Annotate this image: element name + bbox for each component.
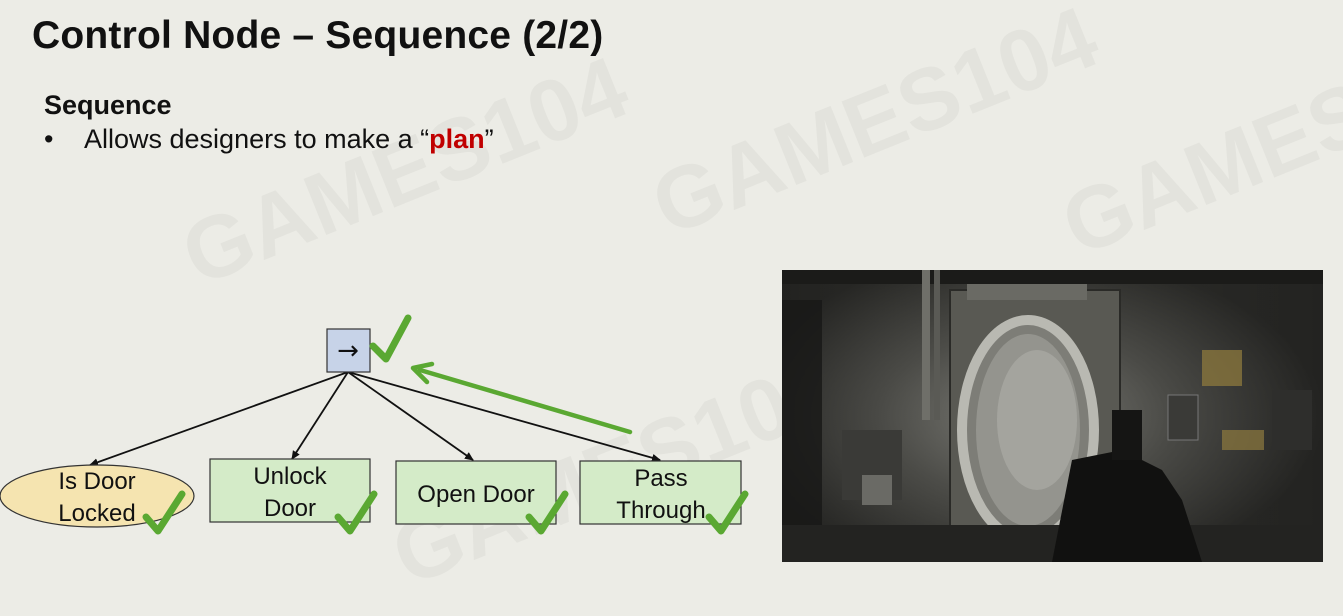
edge-root-to-unlock-door bbox=[291, 371, 349, 460]
node-label: Unlock bbox=[253, 463, 327, 490]
node-label: Pass bbox=[634, 465, 687, 492]
check-icon bbox=[334, 490, 378, 535]
node-label: Is Door bbox=[58, 468, 135, 495]
action-node-unlock-door: Unlock Door bbox=[209, 458, 371, 523]
sequence-arrow-icon: → bbox=[337, 336, 359, 366]
node-label: Locked bbox=[58, 500, 135, 527]
return-arrow-icon bbox=[410, 361, 633, 435]
game-footage-vault-door-image bbox=[782, 270, 1323, 562]
check-icon bbox=[705, 490, 749, 535]
node-label: Through bbox=[616, 497, 705, 524]
slide-subtitle: Sequence bbox=[44, 90, 172, 120]
slide-title: Control Node – Sequence (2/2) bbox=[32, 14, 604, 57]
bullet-suffix: ” bbox=[484, 124, 494, 154]
check-icon bbox=[525, 490, 569, 535]
bullet-marker: • bbox=[44, 124, 54, 154]
action-node-pass-through: Pass Through bbox=[579, 460, 742, 525]
edge-root-to-pass-through bbox=[347, 371, 661, 462]
check-icon bbox=[142, 490, 186, 535]
bullet-prefix: Allows designers to make a “ bbox=[84, 124, 430, 154]
edge-root-to-open-door bbox=[347, 371, 474, 461]
node-label: Door bbox=[264, 495, 316, 522]
sequence-node: → bbox=[326, 328, 371, 373]
action-node-open-door: Open Door bbox=[395, 460, 557, 525]
bullet-item: • Allows designers to make a “plan” bbox=[44, 124, 494, 155]
node-label: Open Door bbox=[417, 481, 534, 508]
condition-node-is-door-locked: Is Door Locked bbox=[0, 464, 195, 528]
edge-root-to-is-door-locked bbox=[89, 371, 349, 467]
check-icon bbox=[369, 314, 412, 363]
behavior-tree-diagram: → Is Door Locked Unlock Door Open Door P… bbox=[0, 314, 749, 535]
watermark: GAMES104 bbox=[1048, 6, 1343, 276]
bullet-emphasis: plan bbox=[429, 124, 485, 154]
